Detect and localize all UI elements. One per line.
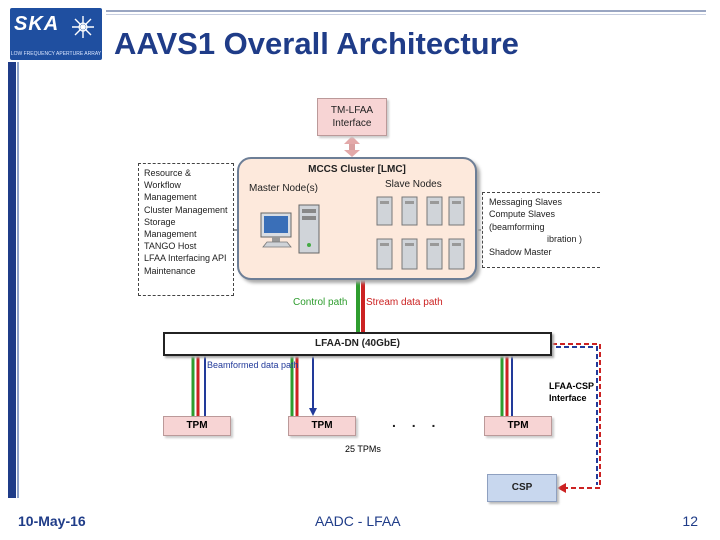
control-path-label: Control path xyxy=(293,297,348,308)
tpm-box-1: TPM xyxy=(163,416,231,436)
beamformed-path-label: Beamformed data path xyxy=(207,360,299,370)
csp-arrow xyxy=(557,483,566,493)
list-item: Storage xyxy=(144,216,176,227)
list-item: Messaging Slaves xyxy=(489,197,563,207)
header-rule xyxy=(106,10,706,12)
master-node-label: Master Node(s) xyxy=(249,183,318,194)
tpm-box-2: TPM xyxy=(288,416,356,436)
beam-arrow xyxy=(309,408,317,416)
master-computer-icon xyxy=(260,204,320,254)
ska-logo: SKA LOW FREQUENCY APERTURE ARRAY xyxy=(10,8,102,60)
csp-iface-line-1: LFAA-CSP xyxy=(549,381,594,391)
mccs-cluster: MCCS Cluster [LMC] Master Node(s) Slave … xyxy=(237,157,477,280)
csp-link-blue xyxy=(552,346,598,485)
list-item: ibration ) xyxy=(547,234,583,245)
lfaa-csp-interface-label: LFAA-CSP Interface xyxy=(549,380,594,404)
slave-roles-list: Messaging Slaves Compute Slaves (beamfor… xyxy=(482,192,600,268)
logo-wordmark: SKA xyxy=(14,13,60,35)
list-item: Maintenance xyxy=(144,265,196,276)
header-rule-thin xyxy=(106,14,706,15)
list-item: Shadow Master xyxy=(489,246,552,257)
list-item: Resource & xyxy=(144,168,192,178)
mccs-title: MCCS Cluster [LMC] xyxy=(308,164,406,175)
left-accent-bar-thin xyxy=(17,62,19,498)
tm-line-2: Interface xyxy=(332,118,372,129)
tm-arrow-up xyxy=(344,136,360,144)
left-accent-bar xyxy=(8,62,16,498)
list-item: Management xyxy=(144,192,197,203)
list-item: LFAA Interfacing API xyxy=(144,253,227,264)
list-item: Workflow xyxy=(144,180,181,191)
logo-subtitle: LOW FREQUENCY APERTURE ARRAY xyxy=(10,51,102,57)
slave-servers-icon xyxy=(376,196,465,270)
list-item: Cluster Management xyxy=(144,204,228,215)
footer-date: 10-May-16 xyxy=(18,513,86,529)
list-item: (beamforming xyxy=(489,221,545,232)
footer-band xyxy=(0,500,720,540)
csp-iface-line-2: Interface xyxy=(549,393,587,403)
footer-center: AADC - LFAA xyxy=(315,513,401,529)
stream-path-label: Stream data path xyxy=(366,297,443,308)
csp-box: CSP xyxy=(487,474,557,502)
list-item: TANGO Host xyxy=(144,241,197,252)
tm-lfaa-interface: TM-LFAA Interface xyxy=(317,98,387,136)
tpm-box-3: TPM xyxy=(484,416,552,436)
more-tpms-ellipsis: . . . xyxy=(392,414,442,430)
slide-title: AAVS1 Overall Architecture xyxy=(114,26,519,61)
tm-line-1: TM-LFAA xyxy=(330,105,374,116)
list-item: Management xyxy=(144,229,197,240)
mccs-responsibilities-list: Resource & Workflow Management Cluster M… xyxy=(138,163,234,296)
slave-nodes-label: Slave Nodes xyxy=(385,179,442,190)
page-number: 12 xyxy=(682,513,698,529)
csp-link-red xyxy=(552,343,601,489)
antenna-icon xyxy=(72,16,94,38)
tm-arrow-down xyxy=(344,150,360,157)
tpm-count-label: 25 TPMs xyxy=(345,444,381,454)
list-item: Compute Slaves xyxy=(489,209,556,220)
lfaa-dn-network: LFAA-DN (40GbE) xyxy=(163,332,552,356)
